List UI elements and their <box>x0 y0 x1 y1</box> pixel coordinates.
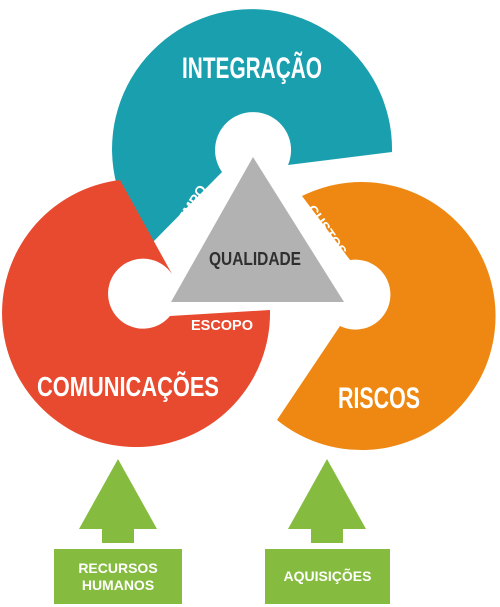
aquisicoes-arrow-icon <box>288 459 366 543</box>
comunicacoes-label: COMUNICAÇÕES <box>37 371 219 402</box>
aquisicoes-label: AQUISIÇÕES <box>265 549 390 604</box>
qualidade-label: QUALIDADE <box>209 249 301 269</box>
humanos-line: HUMANOS <box>81 576 155 593</box>
escopo-label: ESCOPO <box>191 317 253 334</box>
aquisicoes-box <box>265 549 390 604</box>
riscos-lobe <box>277 182 496 451</box>
recursos-humanos-label: RECURSOS HUMANOS <box>54 549 182 604</box>
recursos-humanos-arrow-icon <box>79 459 157 543</box>
recursos-humanos-box <box>54 549 182 604</box>
aquisicoes-text: AQUISIÇÕES <box>283 568 372 584</box>
comunicacoes-lobe <box>2 180 271 448</box>
integracao-lobe <box>112 9 393 245</box>
qualidade-triangle <box>171 157 344 302</box>
integracao-label: INTEGRAÇÃO <box>182 51 322 85</box>
recursos-line: RECURSOS <box>78 559 158 576</box>
riscos-label: RISCOS <box>338 382 420 415</box>
